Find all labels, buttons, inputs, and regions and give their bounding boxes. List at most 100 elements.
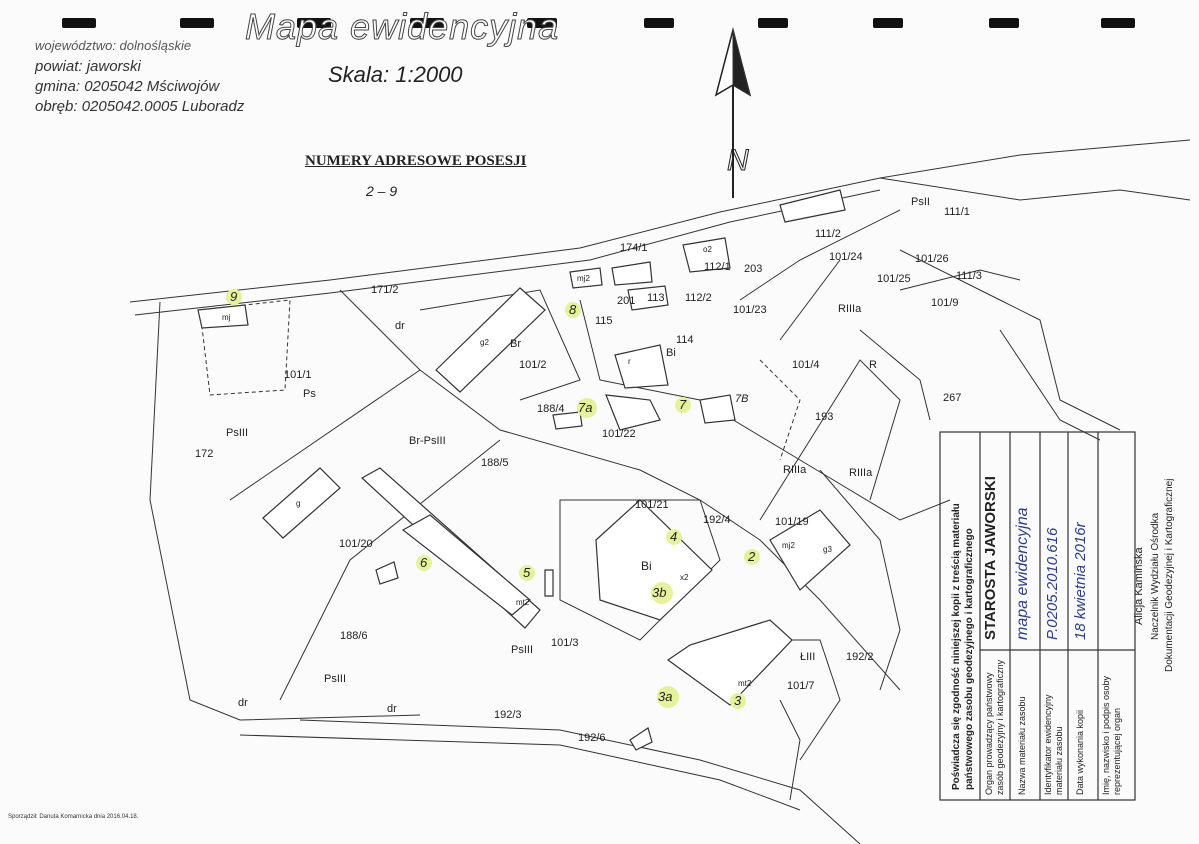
parcel-label: 101/4 — [792, 359, 820, 371]
parcel-label: 171/2 — [371, 284, 399, 296]
svg-text:7B: 7B — [735, 393, 748, 405]
parcel-label: 174/1 — [620, 242, 648, 254]
parcel-label: 172 — [195, 448, 213, 460]
land-use-label: PsIII — [511, 644, 533, 656]
parcel-label: 112/2 — [685, 292, 712, 304]
parcel-label: 111/2 — [815, 228, 841, 240]
building-label: mt2 — [738, 679, 752, 688]
address-marker: 4 — [666, 529, 682, 545]
cert-value-id: P.0205.2010.616 — [1044, 527, 1061, 640]
parcel-label: 101/23 — [733, 304, 767, 316]
land-use-label: PsIII — [324, 673, 346, 685]
building-label: mj2 — [782, 541, 795, 550]
address-marker: 6 — [416, 555, 432, 571]
parcel-label: 101/21 — [635, 499, 669, 511]
address-marker: 2 — [744, 549, 760, 565]
parcel-label: 101/20 — [339, 538, 373, 550]
top-registration-marks — [62, 18, 1135, 28]
address-marker: 8 — [565, 302, 581, 318]
land-use-label: ŁIII — [800, 651, 815, 663]
land-use-label: Br-PsIII — [409, 435, 446, 447]
parcel-label: 101/26 — [915, 253, 949, 265]
svg-text:3b: 3b — [652, 585, 666, 600]
building-label: g — [296, 499, 300, 508]
parcel-label: 188/4 — [537, 403, 565, 415]
address-marker: 7a — [577, 398, 597, 418]
land-use-label: RIIIa — [838, 303, 862, 315]
land-use-label: Br — [510, 338, 521, 350]
voivodeship-line: województwo: dolnośląskie — [35, 38, 192, 53]
land-use-label: RIIIa — [783, 464, 807, 476]
parcel-label: 192/3 — [494, 709, 522, 721]
parcel-label: 101/24 — [829, 251, 863, 263]
land-use-label: Bi — [666, 347, 676, 359]
parcel-label: 101/9 — [931, 297, 959, 309]
county-line: powiat: jaworski — [35, 58, 141, 75]
cert-value-organ: STAROSTA JAWORSKI — [982, 476, 999, 640]
parcel-label: 188/6 — [340, 630, 368, 642]
address-marker: 5 — [519, 565, 535, 581]
parcel-label: 101/25 — [877, 273, 911, 285]
certification-stamp — [939, 431, 1136, 801]
building-label: o2 — [703, 245, 712, 254]
north-label: N — [727, 144, 749, 177]
parcel-label: 101/1 — [284, 369, 312, 381]
parcel-label: 111/1 — [944, 206, 970, 218]
section-title: NUMERY ADRESOWE POSESJI — [305, 153, 527, 169]
svg-text:4: 4 — [670, 529, 677, 544]
building-label: g3 — [823, 545, 832, 554]
cert-row-label: Identyfikator ewidencyjny materiału zaso… — [1043, 694, 1064, 795]
parcel-label: 114 — [676, 334, 694, 346]
building-label: g2 — [480, 338, 489, 347]
address-range: 2 – 9 — [366, 183, 398, 199]
parcel-label: 101/3 — [551, 637, 579, 649]
parcel-label: 101/2 — [519, 359, 547, 371]
building-label: mj2 — [577, 274, 590, 283]
building-label: mt2 — [516, 598, 530, 607]
svg-text:2: 2 — [747, 549, 756, 564]
svg-text:3: 3 — [734, 693, 742, 708]
parcel-label: 267 — [943, 392, 961, 404]
building-label: x2 — [680, 573, 689, 582]
address-marker: 3 — [730, 693, 746, 709]
parcel-label: 113 — [647, 292, 665, 304]
cert-row-label: Imię, nazwisko i podpis osoby reprezentu… — [1101, 675, 1122, 795]
parcel-label: 193 — [815, 411, 833, 423]
cert-row-label: Data wykonania kopii — [1075, 709, 1085, 795]
map-scale: Skala: 1:2000 — [328, 62, 463, 87]
land-use-label: dr — [395, 320, 405, 332]
signatory-dept: Dokumentacji Geodezyjnej i Kartograficzn… — [1164, 478, 1175, 672]
svg-text:8: 8 — [569, 302, 577, 317]
address-marker: 3a — [657, 686, 679, 708]
precinct-line: obręb: 0205042.0005 Luboradz — [35, 98, 245, 115]
land-use-label: PsIII — [226, 427, 248, 439]
signatory-title: Naczelnik Wydziału Ośrodka — [1150, 512, 1161, 640]
building-label: mj — [222, 313, 231, 322]
land-use-label: PsII — [911, 196, 930, 208]
parcel-label: 201 — [617, 295, 635, 307]
parcel-label: 101/22 — [602, 428, 636, 440]
parcel-label: 111/3 — [956, 270, 982, 282]
parcel-label: 188/5 — [481, 457, 509, 469]
parcel-label: 115 — [595, 315, 613, 327]
parcel-label: 192/6 — [578, 732, 606, 744]
svg-text:7a: 7a — [578, 400, 592, 415]
land-use-label: Ps — [303, 388, 316, 400]
address-marker: 7B — [735, 393, 748, 405]
commune-line: gmina: 0205042 Mściwojów — [35, 78, 220, 95]
svg-text:5: 5 — [523, 565, 531, 580]
svg-text:7: 7 — [679, 397, 687, 412]
parcel-label: 101/19 — [775, 516, 809, 528]
svg-text:6: 6 — [420, 555, 428, 570]
land-use-label: dr — [238, 697, 248, 709]
building-label: Bi — [641, 559, 652, 573]
parcel-label: 101/7 — [787, 680, 815, 692]
parcel-label: 112/1 — [704, 261, 731, 273]
land-use-label: R — [869, 359, 877, 371]
parcel-label: 192/2 — [846, 651, 874, 663]
signatory-name: Alicja Kamińska — [1133, 547, 1145, 625]
land-use-label: dr — [387, 703, 397, 715]
address-marker: 7 — [675, 397, 691, 413]
building-label: r — [628, 357, 631, 366]
